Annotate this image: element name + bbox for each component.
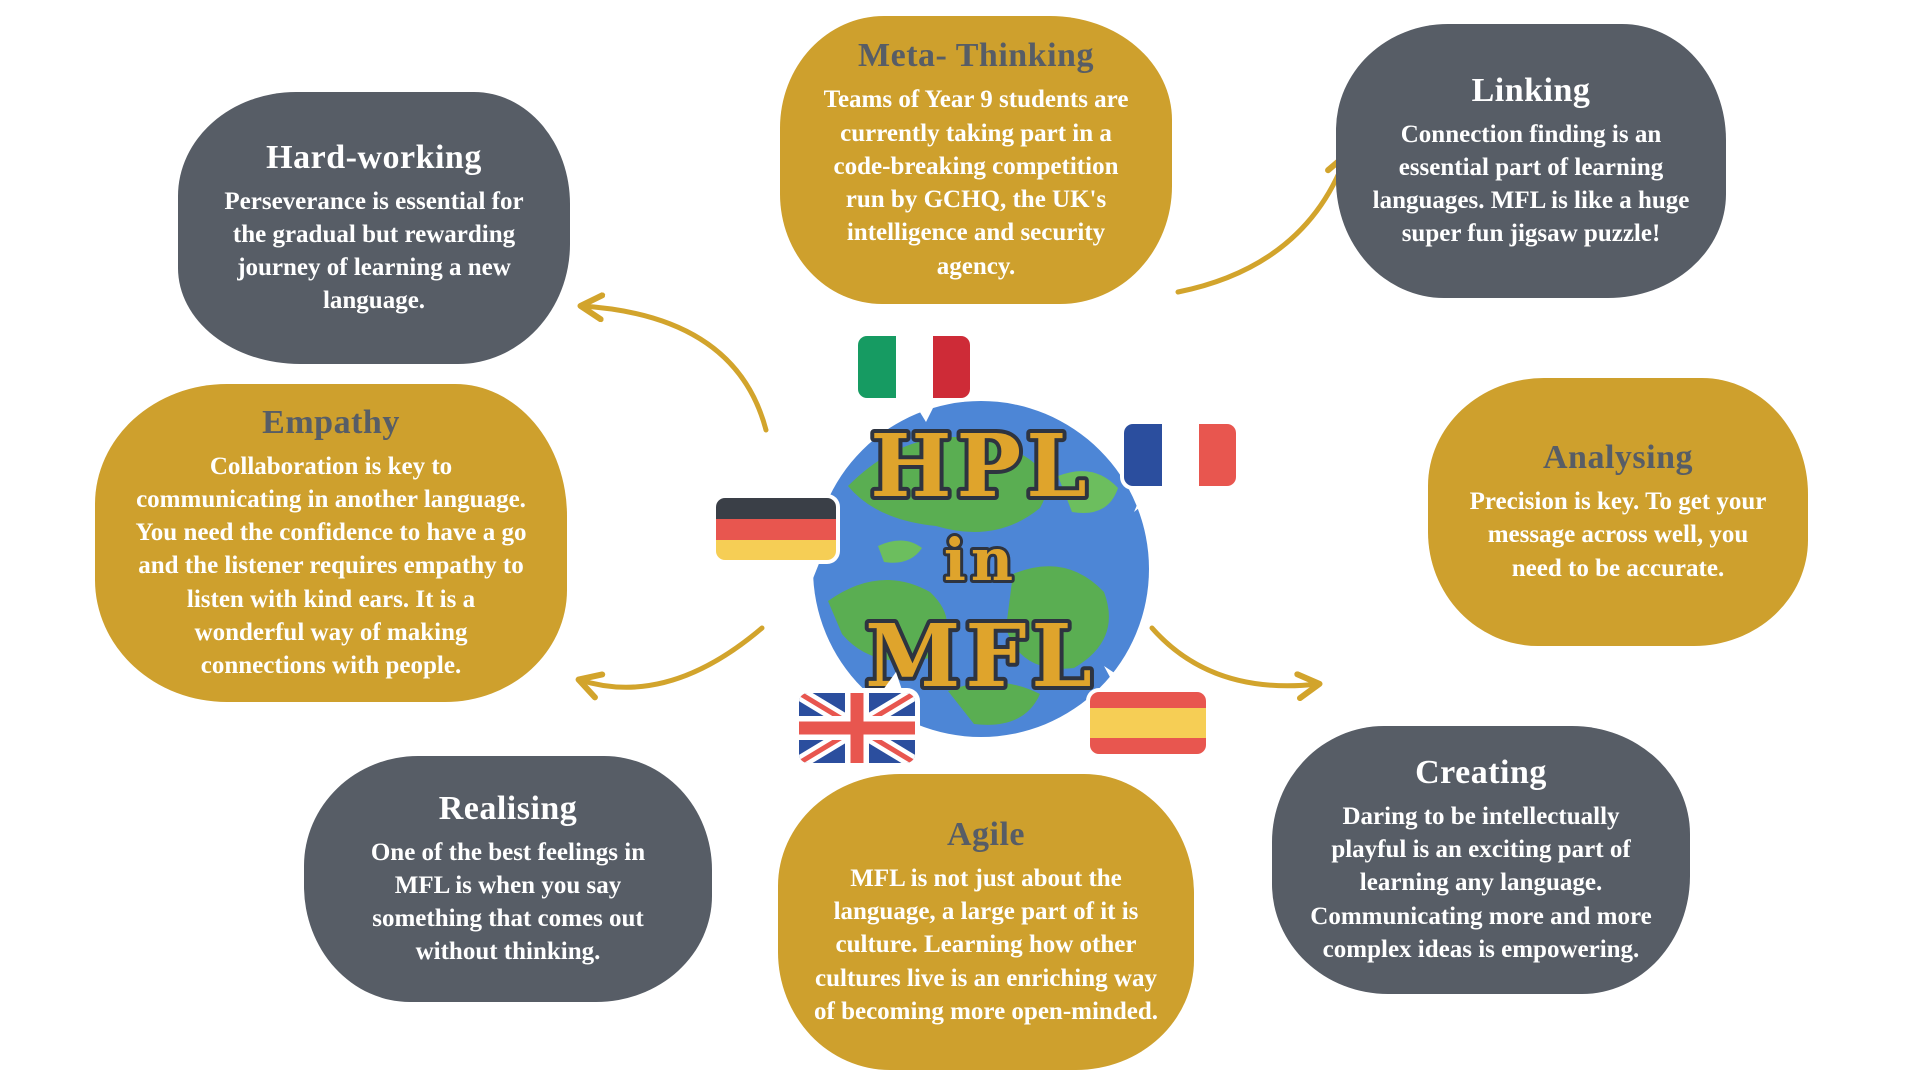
blob-empathy: Empathy Collaboration is key to communic… bbox=[95, 384, 567, 702]
blob-linking: Linking Connection finding is an essenti… bbox=[1336, 24, 1726, 298]
arrow-to-hard-working bbox=[577, 292, 769, 433]
blob-meta-thinking-body: Teams of Year 9 students are currently t… bbox=[823, 86, 1129, 280]
blob-realising-body: One of the best feelings in MFL is when … bbox=[370, 838, 646, 966]
blob-hard-working-title: Hard-working bbox=[266, 138, 482, 176]
blob-empathy-title: Empathy bbox=[262, 403, 400, 441]
french-flag-icon bbox=[1120, 420, 1240, 512]
blob-agile-body: MFL is not just about the language, a la… bbox=[814, 864, 1158, 1025]
blob-empathy-body: Collaboration is key to communicating in… bbox=[135, 452, 527, 680]
globe-illustration bbox=[813, 401, 1149, 737]
blob-hard-working-body: Perseverance is essential for the gradua… bbox=[224, 187, 524, 315]
blob-analysing: Analysing Precision is key. To get your … bbox=[1428, 378, 1808, 646]
blob-creating-title: Creating bbox=[1415, 753, 1547, 791]
blob-linking-title: Linking bbox=[1471, 71, 1591, 109]
blob-agile: Agile MFL is not just about the language… bbox=[778, 774, 1194, 1070]
blob-realising-title: Realising bbox=[438, 789, 578, 827]
arrow-to-linking bbox=[1175, 151, 1354, 295]
spanish-flag-icon bbox=[1086, 666, 1210, 758]
blob-analysing-body: Precision is key. To get your message ac… bbox=[1469, 488, 1767, 582]
center-title: HPL in MFL bbox=[861, 412, 1096, 711]
uk-flag-icon bbox=[794, 672, 920, 768]
blob-analysing-title: Analysing bbox=[1543, 439, 1693, 477]
title-line-hpl: HPL bbox=[870, 416, 1091, 517]
german-flag-icon bbox=[712, 494, 840, 586]
blob-hard-working: Hard-working Perseverance is essential f… bbox=[178, 92, 570, 364]
blob-realising: Realising One of the best feelings in MF… bbox=[304, 756, 712, 1002]
blob-creating: Creating Daring to be intellectually pla… bbox=[1272, 726, 1690, 994]
blob-agile-title: Agile bbox=[946, 815, 1026, 853]
arrow-to-realising bbox=[575, 625, 765, 701]
italian-flag-icon bbox=[854, 332, 974, 422]
blob-meta-thinking: Meta- Thinking Teams of Year 9 students … bbox=[780, 16, 1172, 304]
blob-creating-body: Daring to be intellectually playful is a… bbox=[1310, 802, 1652, 963]
arrow-to-creating bbox=[1149, 625, 1323, 702]
title-line-in: in bbox=[944, 526, 1018, 594]
blob-linking-body: Connection finding is an essential part … bbox=[1372, 120, 1690, 248]
blob-meta-thinking-title: Meta- Thinking bbox=[858, 37, 1094, 75]
